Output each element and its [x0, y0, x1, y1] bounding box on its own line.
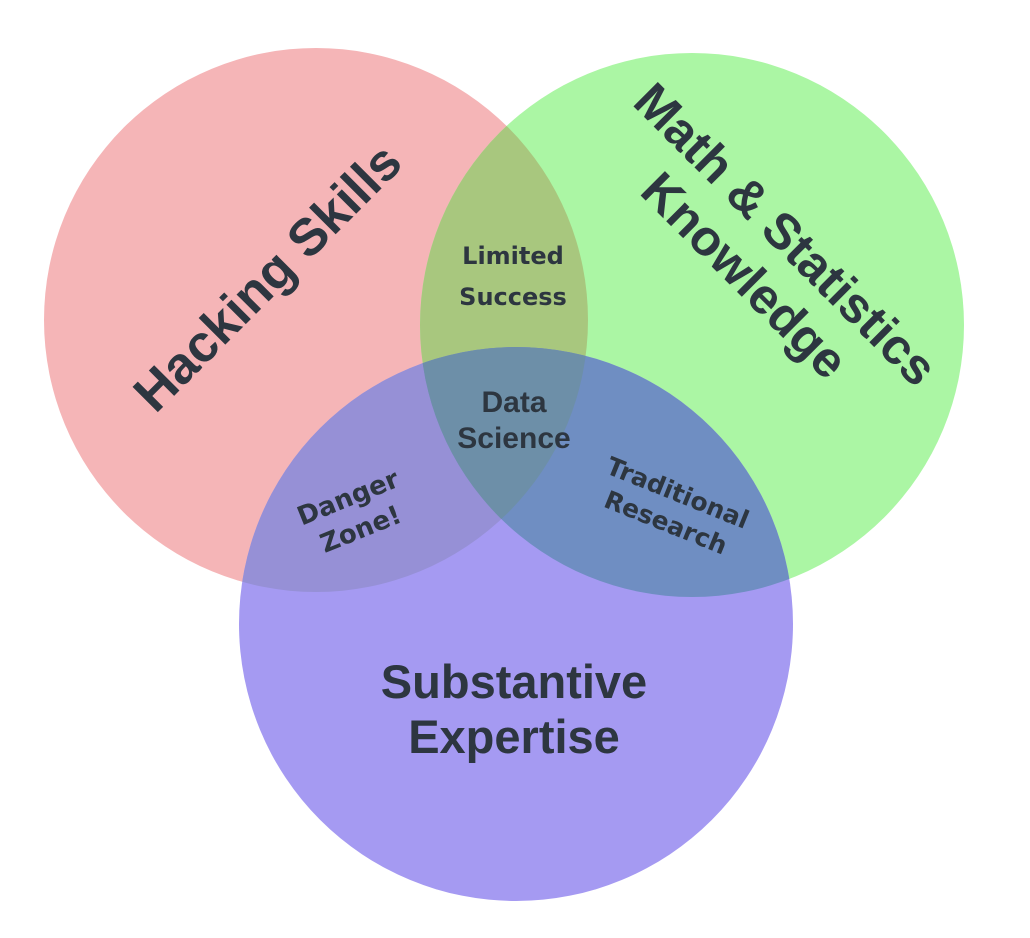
- expertise-label: Expertise: [408, 710, 620, 763]
- science-label: Science: [457, 422, 570, 455]
- danger-zone-region: [239, 347, 588, 592]
- success-label: Success: [459, 283, 567, 311]
- limited-label: Limited: [462, 242, 564, 270]
- substantive-label: Substantive: [381, 655, 647, 708]
- traditional-research-region: [420, 347, 793, 597]
- data-label: Data: [481, 386, 546, 419]
